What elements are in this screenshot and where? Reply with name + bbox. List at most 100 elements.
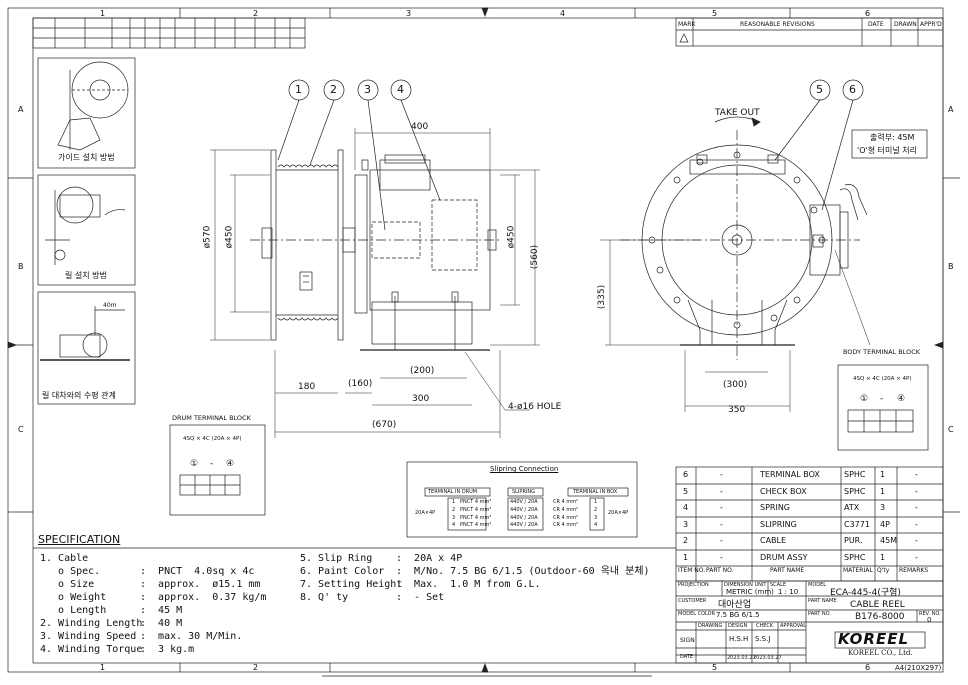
spec-value: : max. 30 M/Min. [140,631,243,642]
part-remark: - [915,536,918,545]
slipring-h3: TERMINAL IN BOX [573,489,618,495]
part-name: SLIPRING [760,519,797,529]
symbol-table [32,17,306,49]
tb-projection: PROJECTION [678,582,709,588]
balloon-circles [277,79,864,231]
part-name: SPRING [760,503,791,512]
front-dimensions [600,239,871,412]
tb-scale-label: SCALE [770,582,787,588]
rev-reasonable: REASONABLE REVISIONS [740,21,815,28]
brand-logo: KOREEL [838,630,910,648]
tb-part-name: CABLE REEL [850,600,905,610]
level-caption: 릴 대차와의 수평 관계 [42,391,116,400]
tb-rev-val: 0 [927,616,932,624]
col-label-b6: 6 [865,663,871,672]
slip-row-num-right: 4 [594,522,598,529]
note-box [851,129,928,159]
tb-dim-unit: DIMENSION UNIT [724,582,767,588]
part-material: SPHC [844,470,866,479]
part-name: DRUM ASSY [760,552,808,562]
spec-line: 4. Winding Torque: 3 kg.m [40,643,266,656]
part-remark: - [915,470,918,479]
spec-line: o Size: approx. ø15.1 mm [40,578,266,591]
revision-table [675,17,944,47]
balloon-2: 2 [330,83,337,96]
slipring-left-tag: 20A×4P [415,510,436,516]
spec-key: 8. Q' ty [300,592,349,603]
tb-drawn-by: H.S.H [729,635,749,643]
slipring-title: Slipring Connection [490,465,559,473]
guide-caption: 가이드 설치 방법 [58,153,115,162]
inner-border [32,17,944,664]
spec-value: : 40 M [140,618,183,629]
spec-value: : - Set [396,592,445,603]
spec-key: o Spec. [40,566,101,577]
side-dimensions [210,128,540,438]
spec-key: 6. Paint Color [300,566,385,577]
col-label-6: 6 [865,9,871,18]
parts-h-no: PART NO. [706,567,734,574]
tb-customer-label: CUSTOMER [678,598,707,604]
tb-customer: 대아산업 [718,600,752,610]
part-name: CABLE [760,536,787,545]
slipring-box [406,461,638,538]
tb-model: ECA-445-4(구형) [830,588,901,598]
parts-h-mat: MATERIAL [843,567,873,574]
col-label-3: 3 [406,9,412,18]
tb-model-color-label: MODEL COLOR [678,611,716,617]
row-label-a: A [18,105,24,114]
part-qty: 1 [880,486,886,496]
part-material: SPHC [844,486,866,496]
spec-value: : PNCT 4.0sq x 4c [140,566,255,577]
slip-row-num: 1 [452,499,456,505]
part-no: - [720,470,723,479]
part-qty: 4P [880,519,890,529]
spec-line: o Weight : approx. 0.37 kg/m [40,591,266,604]
dim-560: (560) [530,244,541,270]
slip-row-box: CR 4 mm² [553,514,579,521]
col-label-1: 1 [100,9,106,18]
dim-350: 350 [728,405,746,415]
front-bolts [648,151,826,329]
spec-key: 3. Winding Speed [40,631,137,642]
spec-title: SPECIFICATION [38,533,121,546]
dim-570: ø570 [202,225,213,249]
spec-line: 5. Slip Ring: 20A x 4P [300,552,650,565]
parts-h-item: ITEM NO. [678,567,706,574]
parts-h-qty: Q'ty [877,567,890,574]
spec-key: o Size [40,579,95,590]
note-line-2: 'O'형 터미널 처리 [857,146,917,155]
take-out-label: TAKE OUT [715,108,760,118]
slip-row-ring: 440V / 20A [510,522,538,529]
part-remark: - [915,519,918,529]
drum-terminal-spec: 4SQ × 4C (20A × 4P) [183,436,242,442]
tb-part-no-label: PART NO. [808,611,831,617]
dim-200: (200) [410,366,435,376]
spec-key: o Length [40,605,107,616]
dim-300: 300 [412,394,430,404]
part-qty: 1 [880,552,886,562]
body-terminal-dash: - [880,394,884,404]
parts-h-rem: REMARKS [899,567,929,574]
dim-670: (670) [372,420,397,430]
part-item: 5 [683,486,689,496]
part-no: - [720,486,723,496]
part-item: 6 [683,470,689,479]
dim-450-right: ø450 [506,225,517,249]
slip-row-box: CR 4 mm² [553,506,579,513]
part-item: 4 [683,503,689,512]
spec-key: o Weight [40,592,107,603]
rev-apprd: APPR'D [920,21,942,28]
slip-row-num-right: 1 [594,499,598,505]
tb-date-label: DATE [680,654,694,660]
spec-value: : approx. 0.37 kg/m [140,592,267,603]
dim-180: 180 [298,382,316,392]
tb-date1: 2023.03.27 [727,655,756,661]
spec-line: o Length: 45 M [40,604,266,617]
slip-row-drum: PNCT 4 mm² [460,522,492,529]
body-terminal-n1: ① [860,394,869,404]
balloon-5: 5 [816,83,823,96]
col-label-b5: 5 [712,663,718,672]
tb-model-label: MODEL [808,582,827,588]
